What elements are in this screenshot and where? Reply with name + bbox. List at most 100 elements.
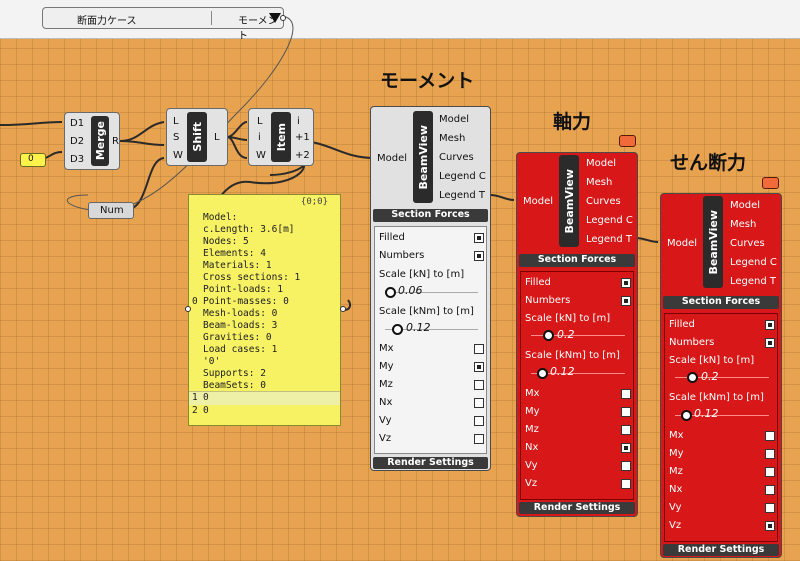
bv3-output-model[interactable]: Model	[730, 200, 761, 211]
bv1-numbers-checkbox[interactable]	[474, 251, 484, 261]
bv3-warning-icon[interactable]	[762, 177, 779, 189]
bv3-my-checkbox[interactable]	[765, 449, 775, 459]
bv2-numbers-checkbox[interactable]	[621, 296, 631, 306]
bv1-mx-checkbox[interactable]	[474, 344, 484, 354]
bv2-output-model[interactable]: Model	[586, 158, 617, 169]
bv1-output-mesh[interactable]: Mesh	[439, 133, 466, 144]
bv2-output-mesh[interactable]: Mesh	[586, 177, 613, 188]
bv2-core: BeamView	[559, 155, 579, 247]
bv3-output-mesh[interactable]: Mesh	[730, 219, 757, 230]
bv3-scale-knm-knob[interactable]	[681, 410, 692, 421]
num-parameter[interactable]: Num	[88, 202, 134, 219]
bv2-name: BeamView	[562, 168, 576, 234]
bv3-output-legend-c[interactable]: Legend C	[730, 257, 777, 268]
dropdown-arrow-icon[interactable]	[269, 13, 281, 23]
shift-input-w[interactable]: W	[173, 150, 183, 161]
bv3-vy-label: Vy	[669, 502, 682, 513]
bv3-render-settings-bar[interactable]: Render Settings	[663, 544, 779, 556]
bv2-scale-kn-track[interactable]	[531, 335, 625, 336]
bv3-vy-checkbox[interactable]	[765, 503, 775, 513]
bv2-mz-label: Mz	[525, 424, 539, 435]
bv2-nx-checkbox[interactable]	[621, 443, 631, 453]
bv2-mx-checkbox[interactable]	[621, 389, 631, 399]
bv3-mz-checkbox[interactable]	[765, 467, 775, 477]
bv2-warning-icon[interactable]	[619, 135, 636, 147]
panel-line: Gravities: 0	[203, 332, 272, 343]
bv3-mx-checkbox[interactable]	[765, 431, 775, 441]
shift-output-l[interactable]: L	[214, 132, 220, 143]
bv1-vy-checkbox[interactable]	[474, 416, 484, 426]
bv2-output-legend-c[interactable]: Legend C	[586, 215, 633, 226]
bv1-nx-checkbox[interactable]	[474, 398, 484, 408]
bv3-vz-checkbox[interactable]	[765, 521, 775, 531]
bv2-vz-checkbox[interactable]	[621, 479, 631, 489]
bv3-numbers-checkbox[interactable]	[765, 338, 775, 348]
bv1-scale-knm-knob[interactable]	[392, 324, 403, 335]
bv1-mz-checkbox[interactable]	[474, 380, 484, 390]
bv1-input-model[interactable]: Model	[377, 153, 408, 164]
merge-component[interactable]: D1 D2 D3 Merge R	[64, 112, 120, 170]
model-info-panel[interactable]: {0;0} Model: c.Length: 3.6[m] Nodes: 5 E…	[188, 194, 341, 426]
bv3-output-curves[interactable]: Curves	[730, 238, 765, 249]
bv1-output-legend-c[interactable]: Legend C	[439, 171, 486, 182]
panel-input-jack[interactable]	[185, 306, 191, 312]
bv2-input-model[interactable]: Model	[523, 196, 554, 207]
number-slider[interactable]: 0	[20, 153, 46, 167]
bv1-output-curves[interactable]: Curves	[439, 152, 474, 163]
bv3-section-forces-bar[interactable]: Section Forces	[663, 296, 779, 309]
merge-input-d2[interactable]: D2	[70, 136, 85, 147]
panel-output-jack[interactable]	[340, 306, 346, 312]
item-output-i[interactable]: i	[297, 116, 300, 127]
bv2-filled-checkbox[interactable]	[621, 278, 631, 288]
beamview-shear[interactable]: Model BeamView Model Mesh Curves Legend …	[660, 193, 782, 558]
bv2-scale-knm-track[interactable]	[531, 373, 625, 374]
bv1-scale-kn-knob[interactable]	[385, 287, 396, 298]
item-input-l[interactable]: L	[257, 116, 263, 127]
bv2-my-checkbox[interactable]	[621, 407, 631, 417]
value-list[interactable]: 断面力ケース モーメント	[42, 7, 284, 42]
item-input-i[interactable]: i	[258, 132, 261, 143]
bv1-scale-knm-track[interactable]	[385, 329, 478, 330]
bv2-vy-checkbox[interactable]	[621, 461, 631, 471]
bv1-output-legend-t[interactable]: Legend T	[439, 190, 486, 201]
bv1-render-settings-bar[interactable]: Render Settings	[373, 457, 488, 469]
bv2-scale-kn-knob[interactable]	[543, 330, 554, 341]
bv2-output-curves[interactable]: Curves	[586, 196, 621, 207]
bv2-scale-knm-knob[interactable]	[537, 368, 548, 379]
bv1-scale-kn-track[interactable]	[385, 292, 478, 293]
bv3-vz-label: Vz	[669, 520, 682, 531]
bv1-my-label: My	[379, 361, 394, 372]
bv1-my-checkbox[interactable]	[474, 362, 484, 372]
title-axial: 軸力	[553, 111, 592, 133]
bv3-scale-kn-knob[interactable]	[687, 372, 698, 383]
item-output-plus1[interactable]: +1	[295, 132, 310, 143]
shift-input-s[interactable]: S	[173, 132, 180, 143]
merge-output-r[interactable]: R	[112, 136, 119, 147]
value-list-output-jack[interactable]	[280, 15, 286, 21]
bv3-filled-checkbox[interactable]	[765, 320, 775, 330]
shift-name: Shift	[190, 122, 204, 152]
bv3-scale-knm-track[interactable]	[675, 415, 769, 416]
bv3-input-model[interactable]: Model	[667, 238, 698, 249]
bv1-section-forces-bar[interactable]: Section Forces	[373, 209, 488, 222]
shift-input-l[interactable]: L	[173, 116, 179, 127]
bv3-scale-kn-track[interactable]	[675, 377, 769, 378]
bv1-output-model[interactable]: Model	[439, 114, 470, 125]
beamview-axial[interactable]: Model BeamView Model Mesh Curves Legend …	[516, 152, 638, 517]
bv3-nx-checkbox[interactable]	[765, 485, 775, 495]
item-output-plus2[interactable]: +2	[295, 150, 310, 161]
bv2-mz-checkbox[interactable]	[621, 425, 631, 435]
list-item-component[interactable]: L i W Item i +1 +2	[248, 108, 314, 166]
beamview-moment[interactable]: Model BeamView Model Mesh Curves Legend …	[370, 106, 491, 471]
bv2-render-settings-bar[interactable]: Render Settings	[519, 502, 635, 514]
bv2-section-forces-bar[interactable]: Section Forces	[519, 254, 635, 267]
value-list-divider	[211, 11, 212, 25]
merge-input-d3[interactable]: D3	[70, 154, 85, 165]
bv2-output-legend-t[interactable]: Legend T	[586, 234, 633, 245]
bv1-filled-checkbox[interactable]	[474, 233, 484, 243]
item-input-w[interactable]: W	[256, 150, 266, 161]
merge-input-d1[interactable]: D1	[70, 118, 85, 129]
shift-component[interactable]: L S W Shift L	[166, 108, 228, 166]
bv1-vz-checkbox[interactable]	[474, 434, 484, 444]
bv3-output-legend-t[interactable]: Legend T	[730, 276, 777, 287]
